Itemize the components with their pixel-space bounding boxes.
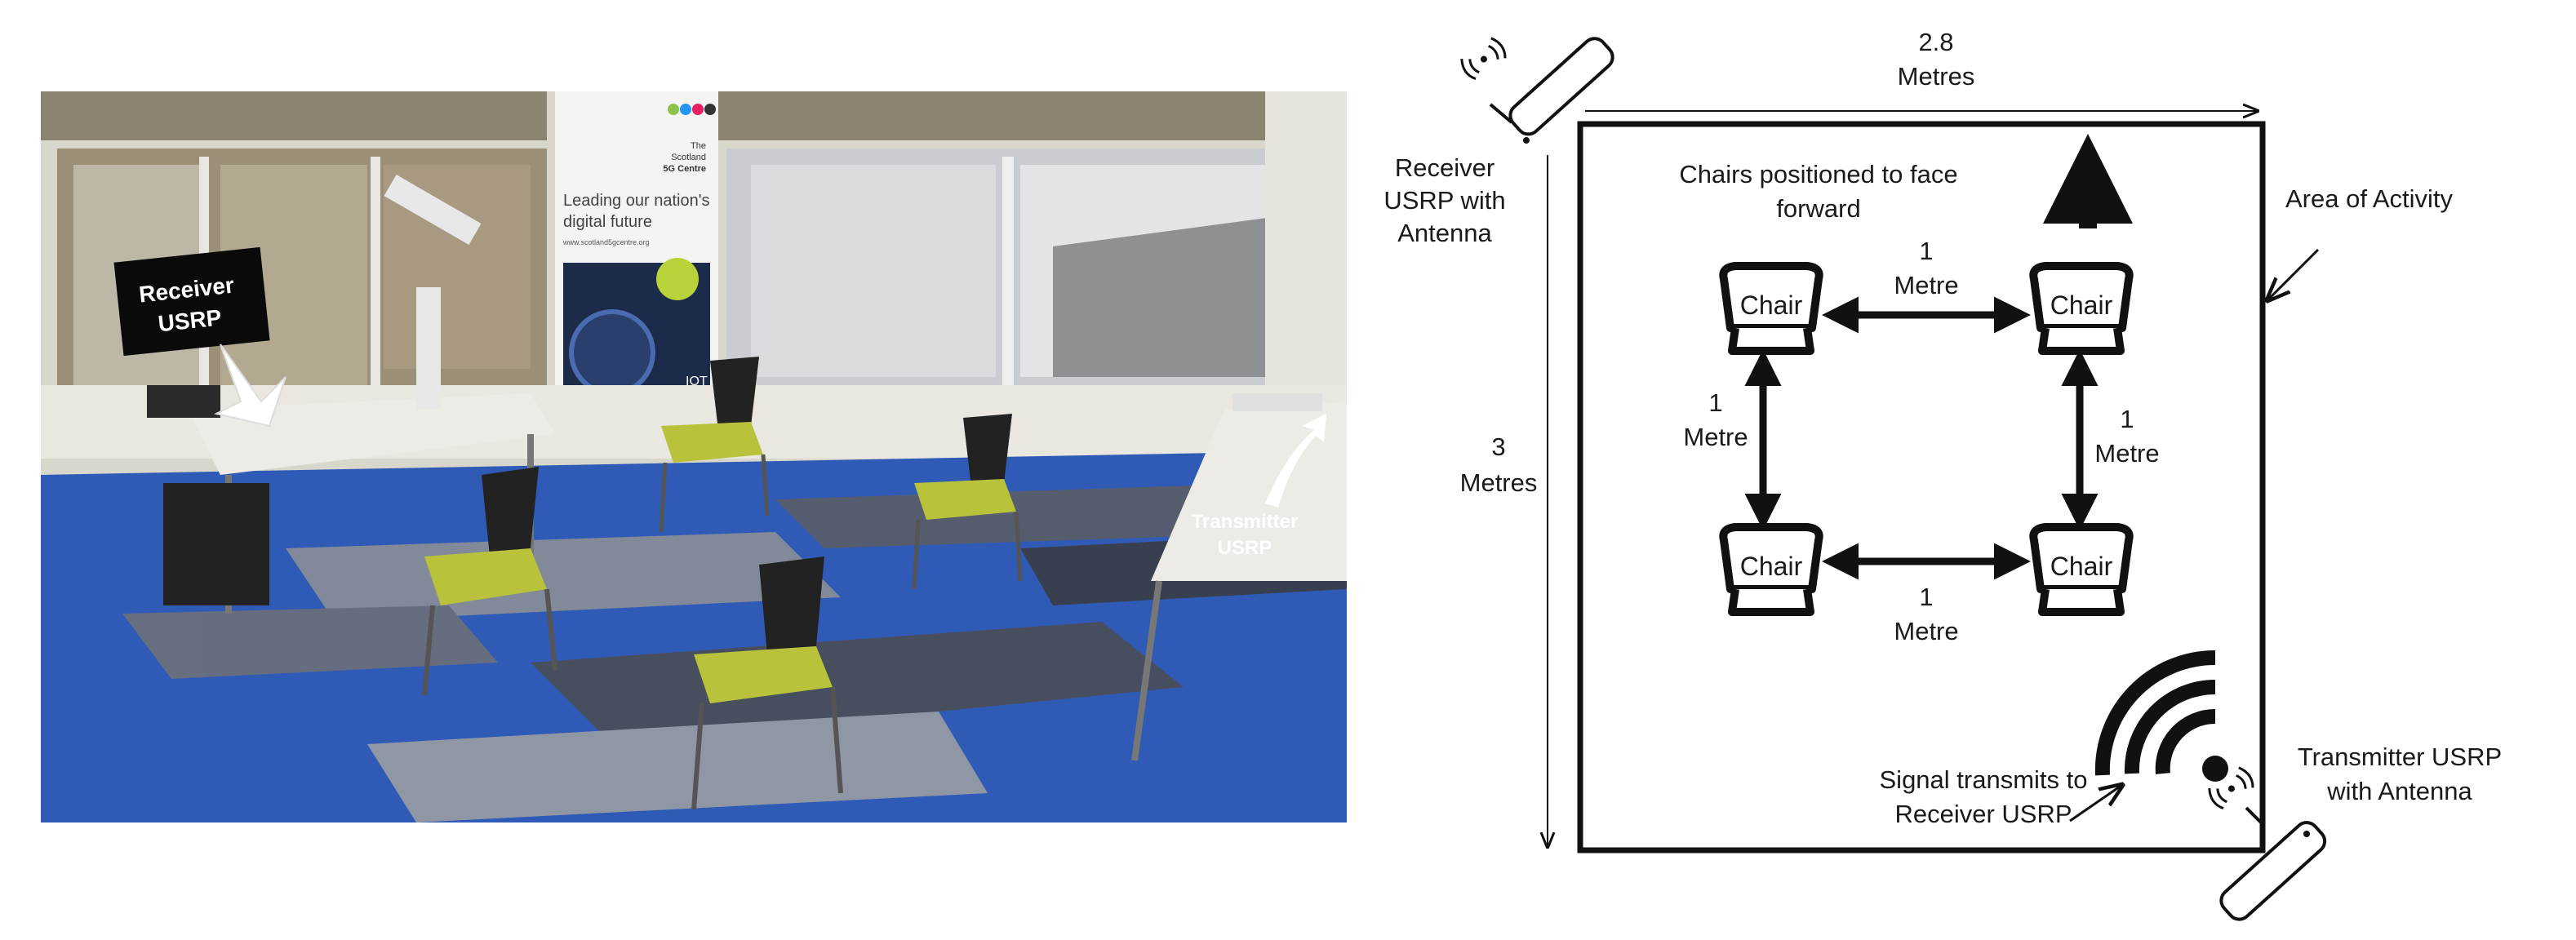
gap-right-unit: Metre <box>2094 439 2159 468</box>
blind <box>718 91 1347 140</box>
banner-url: www.scotland5gcentre.org <box>562 238 650 246</box>
layout-diagram: 2.8 Metres 3 Metres Receiver USRP with A… <box>1383 28 2502 921</box>
banner-badge: IOT <box>686 375 708 388</box>
transmitter-antenna-icon <box>2205 764 2327 921</box>
chair-top-right: Chair <box>2033 266 2129 351</box>
photo-chair <box>691 556 843 810</box>
wall-column <box>1265 91 1347 434</box>
gap-bottom-unit: Metre <box>1894 617 1958 645</box>
photo-chair <box>912 414 1023 590</box>
gap-bottom-value: 1 <box>1919 583 1933 611</box>
banner-tagline-2: digital future <box>563 213 652 231</box>
chair-bottom-right: Chair <box>2033 527 2129 612</box>
banner-org-3: 5G Centre <box>663 164 706 174</box>
signal-label-1: Signal transmits to <box>1880 765 2088 794</box>
receiver-label-2: USRP with <box>1383 186 1505 215</box>
receiver-arrow <box>214 344 286 428</box>
robot-arm <box>384 175 482 410</box>
banner-org-1: The <box>691 141 706 151</box>
photo-chair <box>659 357 770 533</box>
gap-left-value: 1 <box>1708 388 1722 417</box>
signal-label-2: Receiver USRP <box>1894 800 2072 828</box>
photo-transmitter-line2: USRP <box>1218 537 1272 559</box>
right-desk <box>1131 393 1347 761</box>
receiver-antenna-icon <box>1457 34 1614 144</box>
area-pointer <box>2267 248 2320 300</box>
receiver-label-3: Antenna <box>1397 219 1492 247</box>
height-unit: Metres <box>1460 468 1538 497</box>
banner-org-2: Scotland <box>671 153 706 162</box>
transmitter-label-1: Transmitter USRP <box>2298 743 2502 771</box>
receiver-label-1: Receiver <box>1395 153 1495 182</box>
photo-transmitter-line1: Transmitter <box>1192 511 1299 533</box>
left-windows <box>57 149 547 410</box>
gap-right-value: 1 <box>2120 405 2134 433</box>
transmitter-arrow <box>1265 414 1326 508</box>
height-value: 3 <box>1491 432 1505 461</box>
chair-label: Chair <box>2050 552 2113 581</box>
banner-tagline-1: Leading our nation's <box>563 192 710 210</box>
chairs-note-2: forward <box>1776 194 1860 223</box>
area-of-activity-box <box>1577 121 2266 854</box>
gap-top-value: 1 <box>1919 237 1933 265</box>
chair-top-left: Chair <box>1723 266 1819 351</box>
carpet <box>41 450 1347 822</box>
chair-label: Chair <box>1740 552 1803 581</box>
banner: The Scotland 5G Centre Leading our natio… <box>555 91 718 434</box>
width-unit: Metres <box>1898 62 1975 91</box>
width-value: 2.8 <box>1918 28 1953 56</box>
chair-label: Chair <box>2050 290 2113 320</box>
signal-pointer <box>2069 785 2122 822</box>
chairs-note-1: Chairs positioned to face <box>1679 160 1957 188</box>
gap-left-unit: Metre <box>1683 423 1748 451</box>
gap-top-unit: Metre <box>1894 271 1958 299</box>
blind <box>41 91 547 140</box>
photo-chair <box>422 467 557 696</box>
receiver-sign: Receiver USRP <box>113 246 270 357</box>
room-photo: The Scotland 5G Centre Leading our natio… <box>41 91 1347 822</box>
area-of-activity-label: Area of Activity <box>2285 184 2454 213</box>
chair-bottom-left: Chair <box>1723 527 1819 612</box>
right-windows <box>726 149 1330 393</box>
transmitter-label-2: with Antenna <box>2326 777 2472 805</box>
signal-icon <box>2094 650 2228 782</box>
chair-label: Chair <box>1740 290 1803 320</box>
